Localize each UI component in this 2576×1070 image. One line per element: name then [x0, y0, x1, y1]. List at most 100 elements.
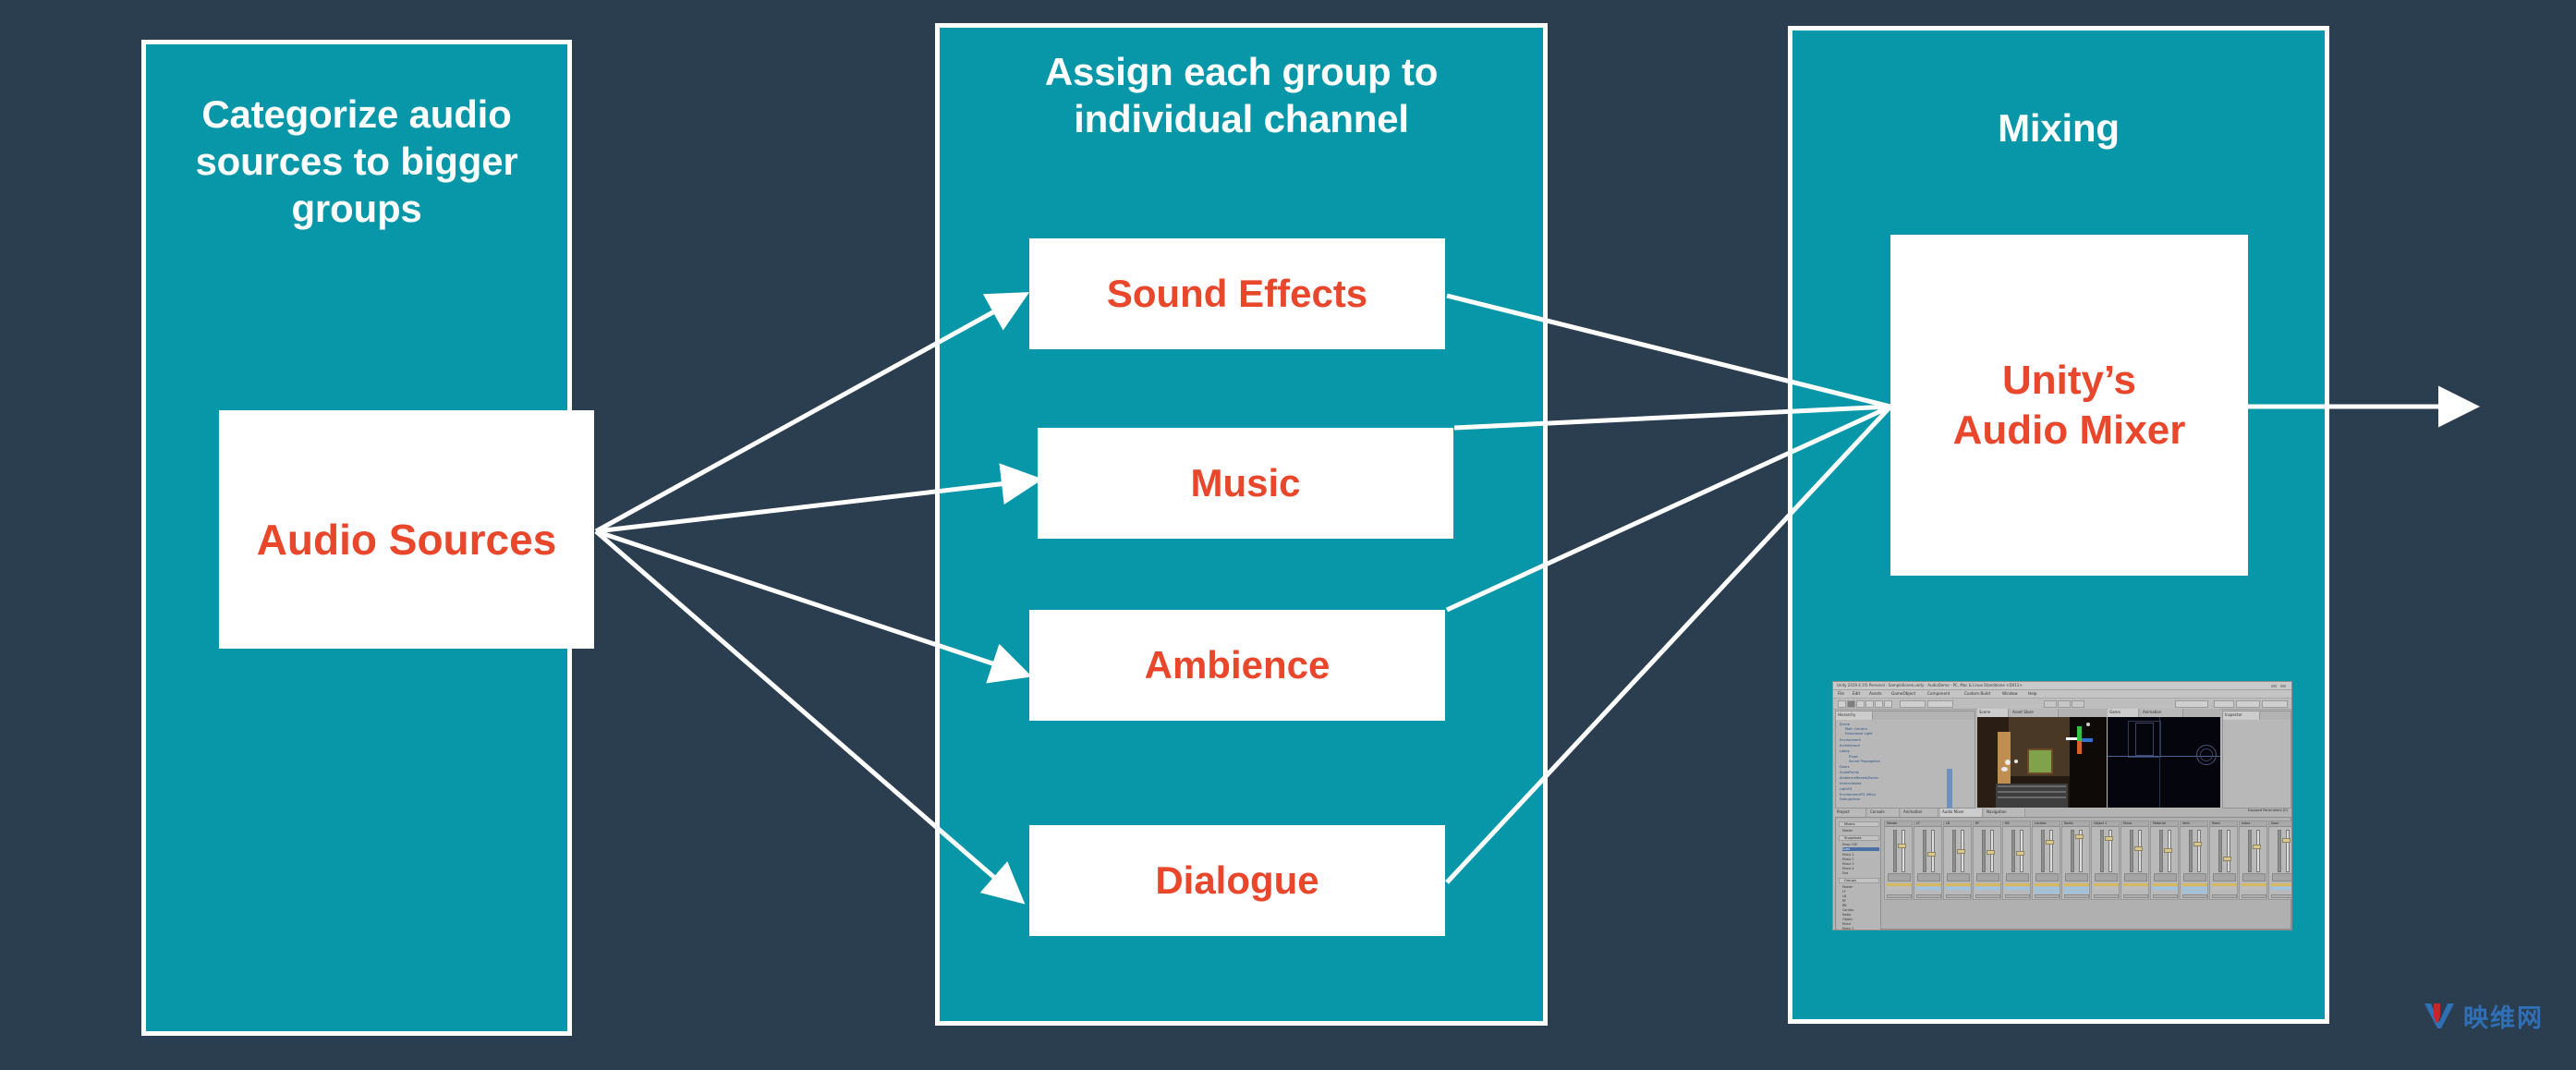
pivot-toggle[interactable]: [1900, 700, 1926, 708]
game-view[interactable]: [2108, 717, 2220, 808]
hierarchy-item[interactable]: Doors: [1840, 765, 1850, 769]
hierarchy-item[interactable]: Directional Light: [1845, 732, 1873, 736]
rotate-tool-icon[interactable]: [1856, 700, 1865, 708]
snapshot-item-selected[interactable]: Cues: [1842, 847, 1879, 851]
cloud-button[interactable]: [2214, 700, 2234, 708]
audio-mixer-window[interactable]: Mixers Master Snapshots Snap CUE Cues Mu…: [1835, 817, 2291, 930]
hierarchy-item[interactable]: EnvironmentFX (Misc): [1840, 793, 1877, 796]
hierarchy-item[interactable]: Architecture: [1840, 744, 1861, 748]
move-tool-icon[interactable]: [1847, 700, 1855, 708]
tab-project[interactable]: Project: [1835, 809, 1866, 817]
mixer-list-item[interactable]: Music 3: [1842, 862, 1854, 866]
minimize-icon[interactable]: [2271, 685, 2277, 687]
menu-gameobject[interactable]: GameObject: [1891, 691, 1916, 696]
channel-strip[interactable]: Object 1: [2091, 821, 2120, 900]
collab-button[interactable]: [2175, 700, 2208, 708]
channel-strip[interactable]: RB: [2002, 821, 2031, 900]
mixer-list-item[interactable]: Master: [1842, 829, 1853, 833]
tab-audio-mixer[interactable]: Audio Mixer: [1940, 809, 1983, 817]
tab-console[interactable]: Console: [1868, 809, 1900, 817]
hierarchy-item[interactable]: Props: [1849, 755, 1858, 759]
group-item[interactable]: LB: [1842, 894, 1847, 898]
menu-custom-build[interactable]: Custom Build: [1964, 691, 1990, 696]
channel-strip[interactable]: Reed: [2209, 821, 2238, 900]
tab-scene[interactable]: Scene: [1977, 709, 2009, 717]
tab-game[interactable]: Game: [2108, 709, 2139, 717]
channel-strip[interactable]: LF: [1914, 821, 1942, 900]
hierarchy-item[interactable]: Sound Propagation: [1849, 760, 1881, 763]
inspector-panel[interactable]: Inspector: [2222, 711, 2291, 809]
scene-view[interactable]: [1977, 717, 2107, 808]
menu-edit[interactable]: Edit: [1853, 691, 1861, 696]
snapshot-item[interactable]: Snap CUE: [1842, 843, 1858, 846]
hierarchy-item[interactable]: Lobby: [1840, 749, 1850, 753]
hierarchy-panel[interactable]: Hierarchy Scene Main Camera Directional …: [1835, 711, 1975, 809]
group-item[interactable]: Master: [1842, 885, 1853, 889]
menu-window[interactable]: Window: [2002, 691, 2018, 696]
section-snapshots[interactable]: Snapshots: [1839, 835, 1879, 841]
unity-editor-screenshot[interactable]: Unity 2019.4.1f1 Personal - SampleScene.…: [1832, 681, 2292, 930]
rect-tool-icon[interactable]: [1875, 700, 1883, 708]
hand-tool-icon[interactable]: [1838, 700, 1846, 708]
group-item[interactable]: Object: [1842, 918, 1853, 921]
hierarchy-item[interactable]: Main Camera: [1845, 727, 1867, 731]
transform-tool-icon[interactable]: [1884, 700, 1892, 708]
channel-strip[interactable]: Verb: [2180, 821, 2208, 900]
mixer-list-item[interactable]: Music 2: [1842, 857, 1854, 861]
group-item[interactable]: RF: [1842, 899, 1847, 903]
mixer-list-item[interactable]: Music 4: [1842, 867, 1854, 870]
hierarchy-item[interactable]: Environment: [1840, 738, 1861, 742]
exposed-parameters-label[interactable]: Exposed Parameters (0): [2247, 809, 2288, 812]
channel-strip[interactable]: Material: [2150, 821, 2179, 900]
hierarchy-item[interactable]: Scene: [1840, 723, 1850, 726]
channel-strip[interactable]: LB: [1943, 821, 1972, 900]
hierarchy-item[interactable]: Interactables: [1840, 782, 1862, 785]
box-ambience[interactable]: Ambience: [1029, 610, 1445, 721]
tab-animation-b[interactable]: Animation: [1902, 809, 1938, 817]
hierarchy-item[interactable]: LightFX: [1840, 787, 1853, 791]
group-item[interactable]: LF: [1842, 890, 1846, 894]
hierarchy-scrollbar[interactable]: [1947, 769, 1952, 809]
channel-strip[interactable]: Index: [2239, 821, 2267, 900]
hierarchy-item[interactable]: Debugscene: [1840, 797, 1861, 801]
box-sound-effects[interactable]: Sound Effects: [1029, 238, 1445, 349]
mixer-list-item[interactable]: Snd: [1842, 871, 1849, 875]
menu-assets[interactable]: Assets: [1869, 691, 1882, 696]
tab-hierarchy[interactable]: Hierarchy: [1836, 711, 1873, 720]
menu-help[interactable]: Help: [2028, 691, 2037, 696]
box-audio-sources[interactable]: Audio Sources: [219, 410, 594, 649]
group-item[interactable]: RB: [1842, 904, 1847, 907]
group-item[interactable]: Music 1: [1842, 927, 1854, 930]
channel-strip[interactable]: Cardiac: [2032, 821, 2060, 900]
mixer-list-item[interactable]: Music 1: [1842, 853, 1854, 857]
channel-strip[interactable]: Music: [2120, 821, 2149, 900]
group-item[interactable]: Cardiac: [1842, 908, 1854, 912]
handle-space-toggle[interactable]: [1927, 700, 1953, 708]
close-icon[interactable]: [2280, 685, 2286, 687]
hierarchy-item[interactable]: AudioPoints: [1840, 771, 1860, 774]
channel-strip[interactable]: Door: [2268, 821, 2291, 900]
step-button[interactable]: [2072, 700, 2084, 708]
menu-file[interactable]: File: [1838, 691, 1845, 696]
tab-animation[interactable]: Animation: [2141, 709, 2183, 717]
group-item[interactable]: Radio: [1842, 913, 1852, 917]
box-music[interactable]: Music: [1038, 428, 1453, 539]
tab-navigation[interactable]: Navigation: [1985, 809, 2025, 817]
box-dialogue[interactable]: Dialogue: [1029, 825, 1445, 936]
hierarchy-item[interactable]: AmbienceReverbZones: [1840, 776, 1878, 780]
channel-strip[interactable]: Master: [1884, 821, 1913, 900]
tab-inspector[interactable]: Inspector: [2223, 711, 2260, 720]
section-mixers[interactable]: Mixers: [1839, 821, 1879, 827]
scale-tool-icon[interactable]: [1865, 700, 1874, 708]
group-item[interactable]: Music: [1842, 922, 1852, 926]
box-audio-mixer[interactable]: Unity’s Audio Mixer: [1890, 235, 2248, 576]
pause-button[interactable]: [2058, 700, 2071, 708]
account-button[interactable]: [2236, 700, 2260, 708]
channel-strip[interactable]: Radio: [2061, 821, 2090, 900]
section-groups[interactable]: Groups: [1839, 878, 1879, 883]
tab-asset-store[interactable]: Asset Store: [2011, 709, 2059, 717]
play-button[interactable]: [2044, 700, 2057, 708]
channel-strip[interactable]: RF: [1973, 821, 2001, 900]
layout-button[interactable]: [2262, 700, 2288, 708]
menu-component[interactable]: Component: [1927, 691, 1950, 696]
